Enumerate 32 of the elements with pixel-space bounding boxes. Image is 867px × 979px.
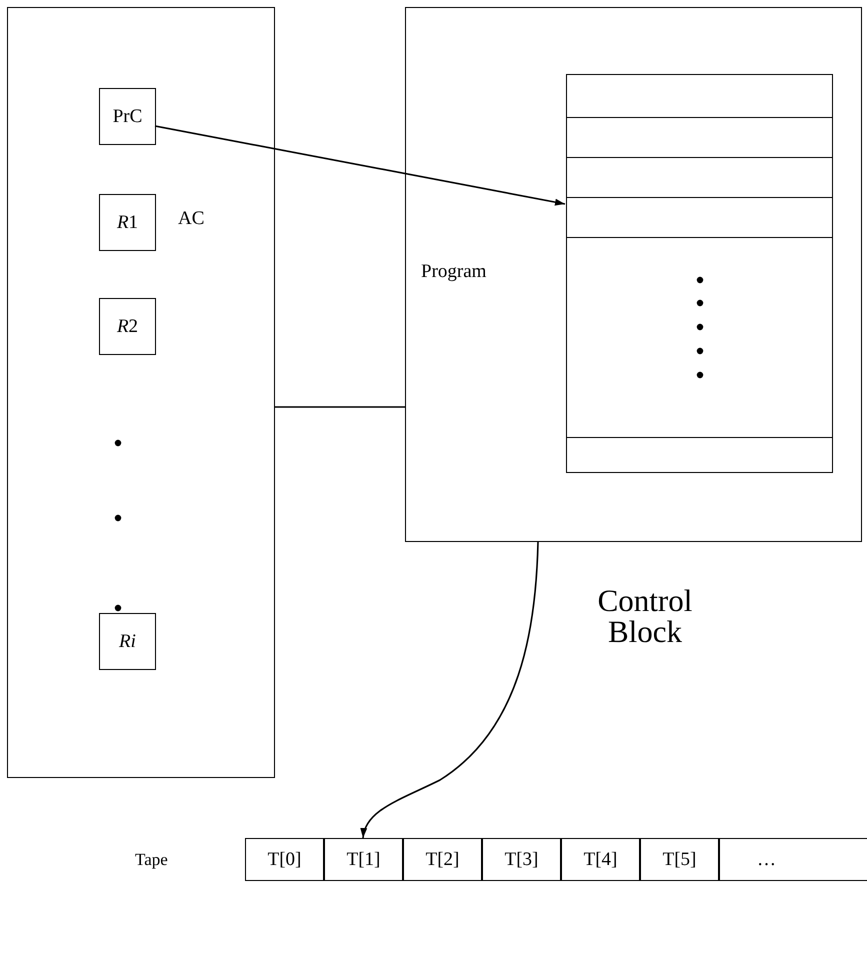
register-box [99, 88, 156, 145]
cell-label: T[0] [268, 848, 302, 870]
cell-label: T[4] [584, 848, 618, 870]
ellipsis-text: … [757, 848, 780, 870]
register-box [99, 194, 156, 251]
cell-label: T[5] [662, 848, 696, 870]
arrow [361, 542, 539, 838]
box-label: Program [421, 261, 486, 283]
control-block-box [405, 7, 862, 542]
cell-label: T[2] [426, 848, 460, 870]
arrow [154, 125, 566, 206]
tape-cell [403, 838, 482, 881]
tape-cell [561, 838, 640, 881]
register-box [99, 613, 156, 670]
cell-label: R1 [116, 212, 138, 234]
tape-label: Tape [135, 850, 168, 870]
tape-cell [482, 838, 561, 881]
register-panel [7, 7, 275, 778]
cell-label: T[3] [504, 848, 538, 870]
tape-cell [640, 838, 719, 881]
cell-label: R2 [116, 316, 138, 338]
tape-cell [719, 838, 867, 881]
cell-label: Ri [119, 630, 136, 652]
program-memory-table [566, 74, 833, 473]
caption-text: AC [178, 208, 204, 230]
tape-cell [245, 838, 324, 881]
caption-text: Control Block [596, 585, 694, 647]
register-box [99, 298, 156, 355]
cell-label: T[1] [346, 848, 380, 870]
tape-cell [324, 838, 403, 881]
connector-line [275, 406, 405, 408]
cell-label: PrC [112, 106, 142, 128]
